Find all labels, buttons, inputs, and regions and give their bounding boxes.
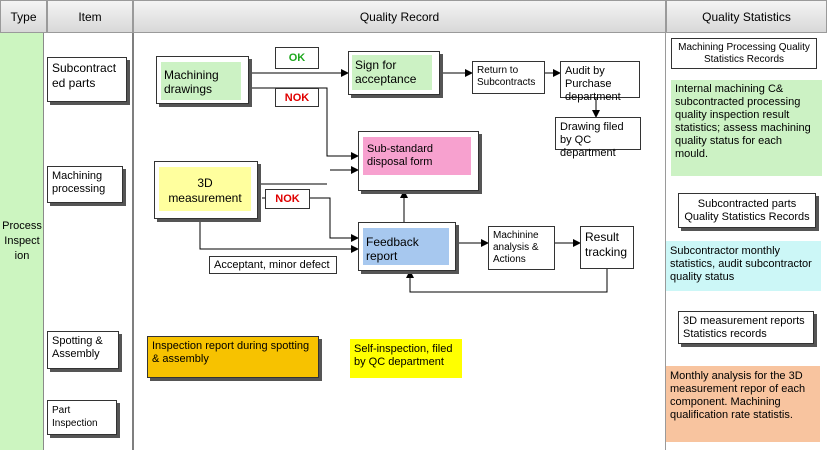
stats-subcontractor-monthly: Subcontractor monthly statistics, audit … [666,241,821,291]
sign-acceptance-label: Sign for acceptance [355,58,417,86]
column-divider [132,33,134,450]
item-machining-processing: Machining processing [47,166,123,203]
ok-label: OK [275,47,319,69]
feedback-report-label: Feedback report [366,235,419,263]
substandard-disposal-box: Sub-standard disposal form [358,131,479,191]
stats-3d-monthly-analysis: Monthly analysis for the 3D measurement … [666,366,820,442]
machining-drawings-label: Machining drawings [164,68,219,96]
header-type: Type [0,0,47,33]
nok-label-top: NOK [275,88,319,107]
analysis-actions-box: Machinine analysis & Actions [488,226,555,270]
machining-drawings-box: Machining drawings [156,56,249,104]
self-inspection-box: Self-inspection, filed by QC department [350,339,462,378]
item-part-inspection: Part Inspection [47,400,117,435]
result-tracking-box: Result tracking [580,226,634,269]
header-quality-statistics: Quality Statistics [666,0,827,33]
header-quality-record: Quality Record [133,0,666,33]
item-spotting-assembly: Spotting & Assembly [47,331,119,369]
stats-3d-records: 3D measurement reports Statistics record… [678,311,814,344]
acceptant-minor-defect-box: Acceptant, minor defect [209,256,337,274]
sign-acceptance-box: Sign for acceptance [348,51,440,95]
type-column [0,33,44,450]
audit-purchase-box: Audit by Purchase department [560,61,640,103]
item-subcontracted-parts: Subcontract ed parts [47,57,127,102]
measurement-3d-box: 3D measurement [154,161,258,219]
stats-subcontracted-records: Subcontracted parts Quality Statistics R… [678,193,816,228]
feedback-report-box: Feedback report [358,222,456,271]
header-item: Item [47,0,133,33]
type-label: Process Inspect ion [2,220,42,262]
substandard-disposal-label: Sub-standard disposal form [367,143,434,168]
measurement-3d-label: 3D measurement [168,176,242,205]
drawing-filed-box: Drawing filed by QC department [555,117,641,159]
stats-machining-analysis: Internal machining C& subcontracted proc… [671,80,822,176]
return-subcontracts-box: Return to Subcontracts [472,61,545,94]
nok-label-mid: NOK [265,189,310,209]
stats-machining-records: Machining Processing Quality Statistics … [671,38,817,69]
inspection-report-box: Inspection report during spotting & asse… [147,336,319,378]
column-divider [665,33,666,450]
